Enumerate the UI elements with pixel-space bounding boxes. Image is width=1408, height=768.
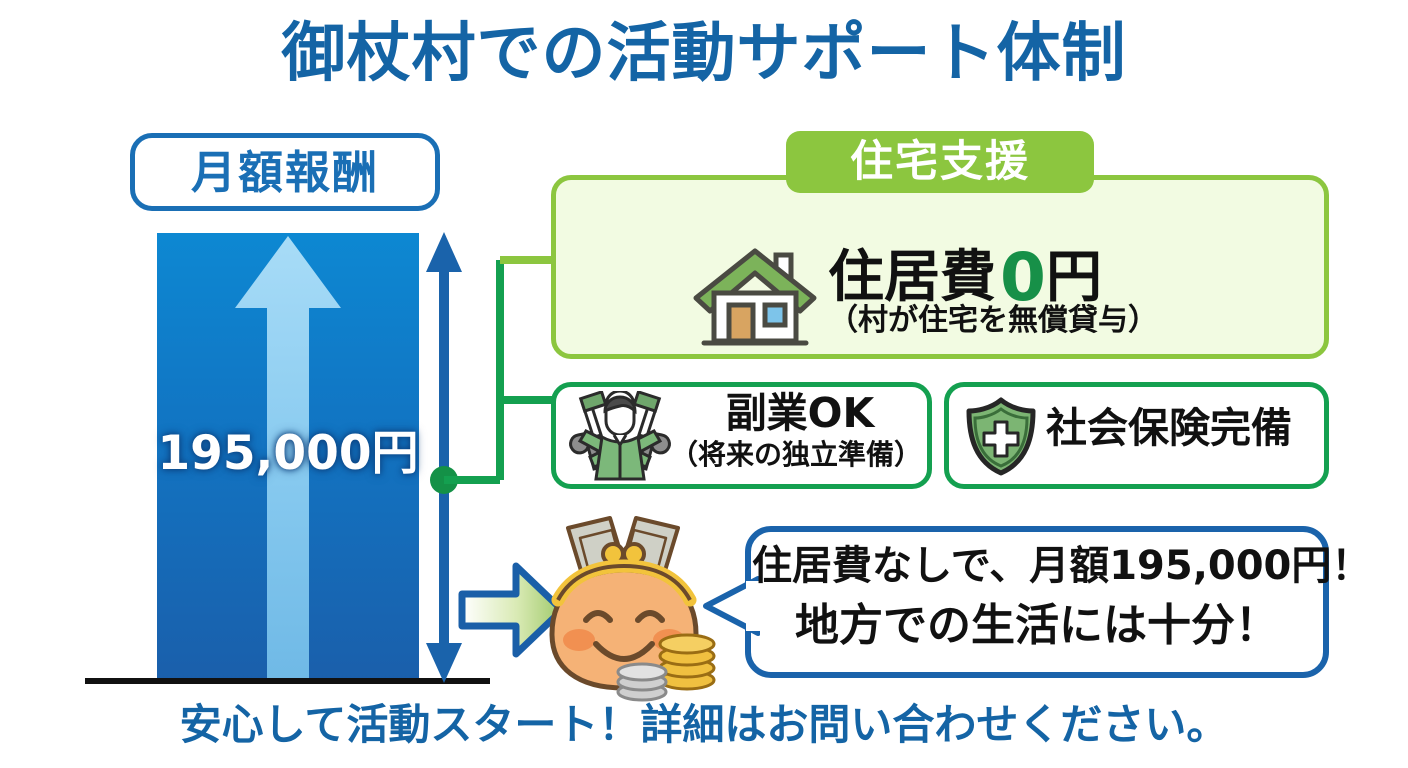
housing-main-unit: 円 (1045, 245, 1102, 310)
insurance-label: 社会保険完備 (1046, 404, 1292, 452)
up-arrow-icon (235, 236, 341, 681)
speech-bubble (745, 526, 1329, 678)
housing-support-badge-label: 住宅支援 (850, 136, 1030, 187)
chart-baseline (85, 678, 490, 684)
double-headed-arrow-icon (426, 232, 462, 683)
monthly-pay-badge: 月額報酬 (130, 133, 440, 211)
housing-support-box (551, 175, 1329, 359)
purse-money-icon (549, 516, 716, 702)
right-arrow-icon (458, 562, 566, 658)
housing-main-prefix: 住居費 (828, 245, 996, 310)
housing-main-amount: 0 (1000, 239, 1046, 316)
speech-bubble-line-1: 住居費なしで、月額195,000円！ (752, 543, 1372, 589)
worker-tools-icon (569, 391, 671, 481)
shield-cross-icon (966, 397, 1036, 476)
speech-bubble-tail (703, 576, 760, 636)
side-job-main-text: 副業OK (725, 389, 875, 437)
side-job-sub-text: （将来の独立準備） (669, 438, 922, 471)
monthly-pay-badge-label: 月額報酬 (190, 145, 379, 199)
pay-bar-value: 195,000円 (157, 426, 419, 481)
footer-text: 安心して活動スタート！詳細はお問い合わせください。 (179, 700, 1229, 749)
connector-lines (444, 256, 555, 484)
housing-sub-text: （村が住宅を無償貸与） (828, 303, 1158, 338)
speech-bubble-line-2: 地方での生活には十分！ (795, 600, 1279, 651)
housing-main-text: 住居費 0 円 (828, 243, 1248, 313)
house-icon (693, 248, 817, 346)
housing-support-badge: 住宅支援 (786, 131, 1094, 193)
page-title: 御杖村での活動サポート体制 (281, 17, 1127, 91)
